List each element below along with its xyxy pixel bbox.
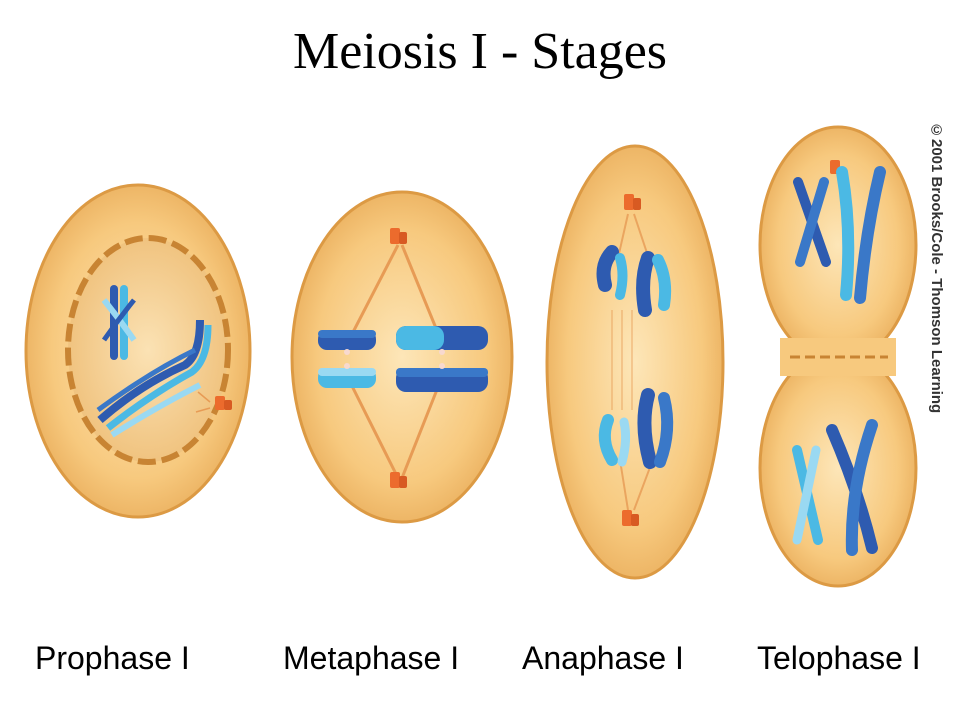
metaphase-centrosome-top <box>390 228 407 244</box>
nuclear-envelope <box>65 235 231 465</box>
stage-label-anaphase: Anaphase I <box>522 640 684 676</box>
stage-label-prophase: Prophase I <box>35 640 190 676</box>
anaphase-centrosome-bottom <box>622 510 639 526</box>
metaphase-membrane <box>290 190 514 524</box>
anaphase-cell <box>545 144 725 580</box>
prophase-tetrad-small <box>101 285 137 360</box>
anaphase-membrane <box>545 144 725 580</box>
anaphase-spindle <box>611 213 653 511</box>
metaphase-spindle <box>348 244 442 479</box>
telophase-cell <box>758 125 918 588</box>
metaphase-chromosomes <box>318 326 488 392</box>
anaphase-centrosome-top <box>624 194 641 210</box>
telophase-lower-cell <box>758 348 918 588</box>
metaphase-centrosome-bottom <box>390 472 407 488</box>
anaphase-chromosomes-bottom <box>598 388 674 469</box>
prophase-cell <box>24 183 252 519</box>
telophase-lower-chromosomes <box>792 419 878 556</box>
stage-label-telophase: Telophase I <box>757 640 921 676</box>
metaphase-cell <box>290 190 514 524</box>
prophase-centrosome <box>195 391 232 413</box>
anaphase-chromosomes-top <box>596 245 672 317</box>
slide-title: Meiosis I - Stages <box>292 23 668 80</box>
stage-label-metaphase: Metaphase I <box>283 640 460 676</box>
telophase-upper-chromosomes <box>793 166 886 304</box>
copyright-credit: ©2001 Brooks/Cole - Thomson Learning <box>928 122 945 414</box>
prophase-tetrad-large <box>96 319 212 438</box>
